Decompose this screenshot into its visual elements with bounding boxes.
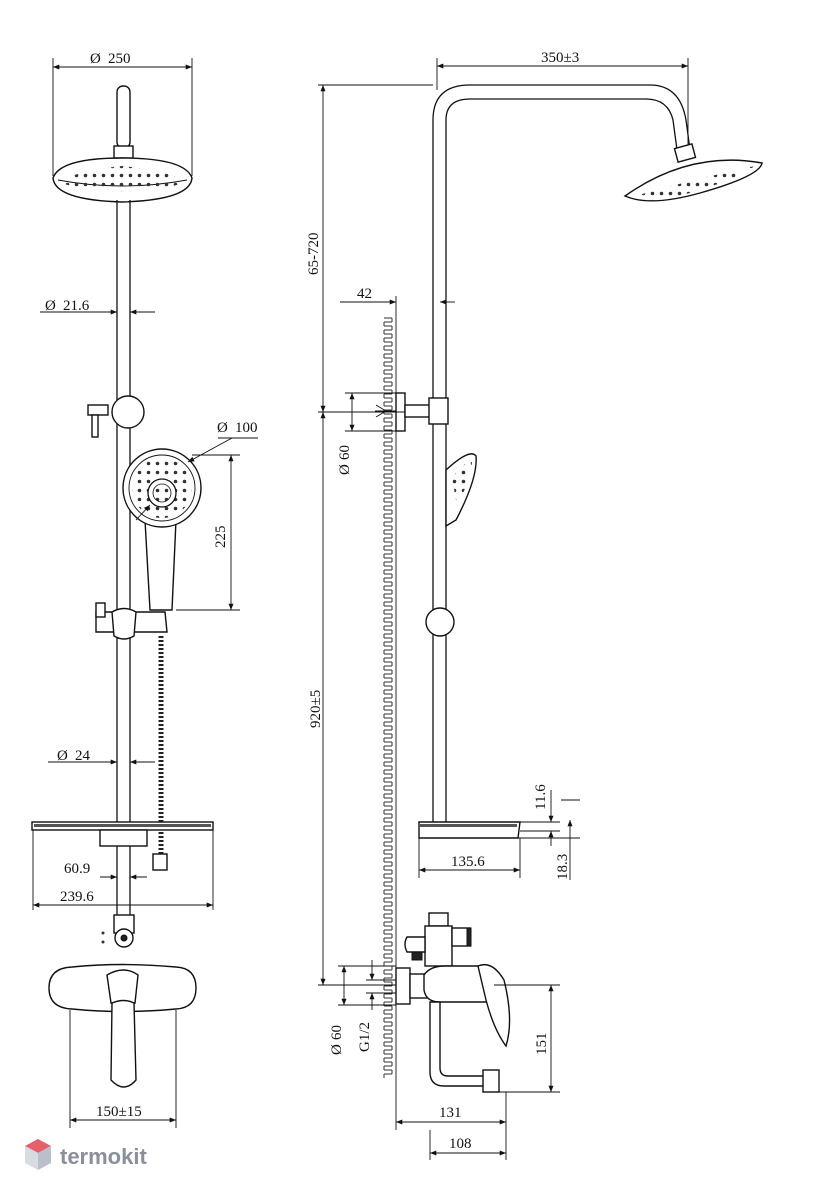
pipe-top-diameter-label: 21.6: [63, 298, 90, 314]
height-adjust-label: 65-720: [306, 233, 322, 276]
dim-pipe-lower: Ø 24: [48, 748, 155, 765]
hand-shower-height-label: 225: [213, 526, 229, 549]
column-height-label: 920±5: [308, 690, 324, 728]
dim-spout-offset: 108: [429, 1130, 507, 1160]
spout-offset-label: 108: [449, 1136, 472, 1152]
shelf-offset-label: 60.9: [64, 861, 90, 877]
diameter-symbol: Ø: [217, 420, 228, 436]
wall-offset-label: 42: [357, 286, 372, 302]
diameter-symbol: Ø: [329, 1044, 345, 1055]
shower-hose: [152, 636, 168, 871]
thread-label: G1/2: [357, 1022, 373, 1052]
cube-logo-icon: [25, 1139, 51, 1170]
slide-holder-side: [425, 607, 455, 637]
mixer-front: [48, 963, 197, 1088]
spout-reach-label: 131: [439, 1105, 462, 1121]
flange-top-diameter-label: 60: [337, 445, 353, 460]
mixer-height-label: 151: [534, 1033, 550, 1056]
hand-shower-diameter-label: 100: [235, 420, 258, 436]
diameter-symbol: Ø: [337, 464, 353, 475]
dim-hand-shower-height: 225: [176, 454, 240, 611]
dim-thread: G1/2: [357, 960, 396, 1052]
shelf-thickness-label: 11.6: [533, 784, 549, 810]
dim-head-diameter: Ø 250: [52, 51, 193, 176]
dim-spout-reach: 131: [395, 1080, 507, 1130]
pipe-lower-diameter-label: 24: [75, 748, 91, 764]
dim-flange-top: Ø 60: [337, 392, 396, 475]
hand-shower-front: [122, 448, 202, 611]
dim-shelf-height: 18.3: [518, 799, 580, 880]
dim-height-adjust: 65-720: [306, 84, 433, 412]
dim-arm-reach: 350±3: [436, 50, 689, 160]
diverter-front: [101, 914, 135, 948]
dim-flange-bottom: Ø 60: [329, 965, 396, 1055]
shower-arm: [432, 84, 697, 830]
wall-section: [383, 317, 397, 1080]
dim-mixer-spacing: 150±15: [69, 1010, 177, 1128]
shelf-height-label: 18.3: [555, 854, 571, 880]
dim-shelf-thickness: 11.6: [520, 784, 560, 846]
dim-wall-offset: 42: [340, 286, 455, 318]
mixer-spacing-label: 150±15: [96, 1104, 142, 1120]
dim-shelf-depth: 135.6: [418, 838, 521, 878]
diameter-symbol: Ø: [45, 298, 56, 314]
head-diameter-label: 250: [108, 51, 131, 67]
arm-reach-label: 350±3: [541, 50, 579, 66]
hand-shower-side: [445, 453, 477, 528]
slide-holder-front: [95, 602, 168, 640]
mixer-side: [395, 963, 511, 1093]
dim-shelf-offset: 60.9: [32, 830, 214, 910]
rain-shower-head-front: [52, 157, 193, 203]
side-view: 350±3 65-720 42: [306, 50, 763, 1160]
wall-hatching: [383, 317, 393, 1078]
flange-bottom-diameter-label: 60: [329, 1025, 345, 1040]
front-view: Ø 250 Ø 21.6: [31, 51, 258, 1128]
shelf-width-label: 239.6: [60, 889, 94, 905]
top-stub-pipe: [116, 85, 131, 149]
diameter-symbol: Ø: [90, 51, 101, 67]
rain-shower-head-side: [623, 159, 763, 202]
shelf-front: [31, 821, 214, 847]
wall-bracket-front: [87, 395, 145, 438]
brand-name: termokit: [60, 1144, 147, 1169]
dim-mixer-height: 151: [494, 984, 560, 1093]
shelf-depth-label: 135.6: [451, 854, 485, 870]
dim-shelf-width: 239.6: [33, 889, 213, 908]
shelf-side: [418, 821, 521, 839]
brand-logo: termokit: [25, 1139, 147, 1170]
diverter-side: [404, 912, 472, 967]
dim-pipe-top: Ø 21.6: [40, 298, 155, 315]
dim-column-height: 920±5: [308, 411, 405, 986]
diameter-symbol: Ø: [57, 748, 68, 764]
dim-hand-shower-diameter: Ø 100: [135, 420, 258, 521]
head-connector: [113, 145, 134, 159]
